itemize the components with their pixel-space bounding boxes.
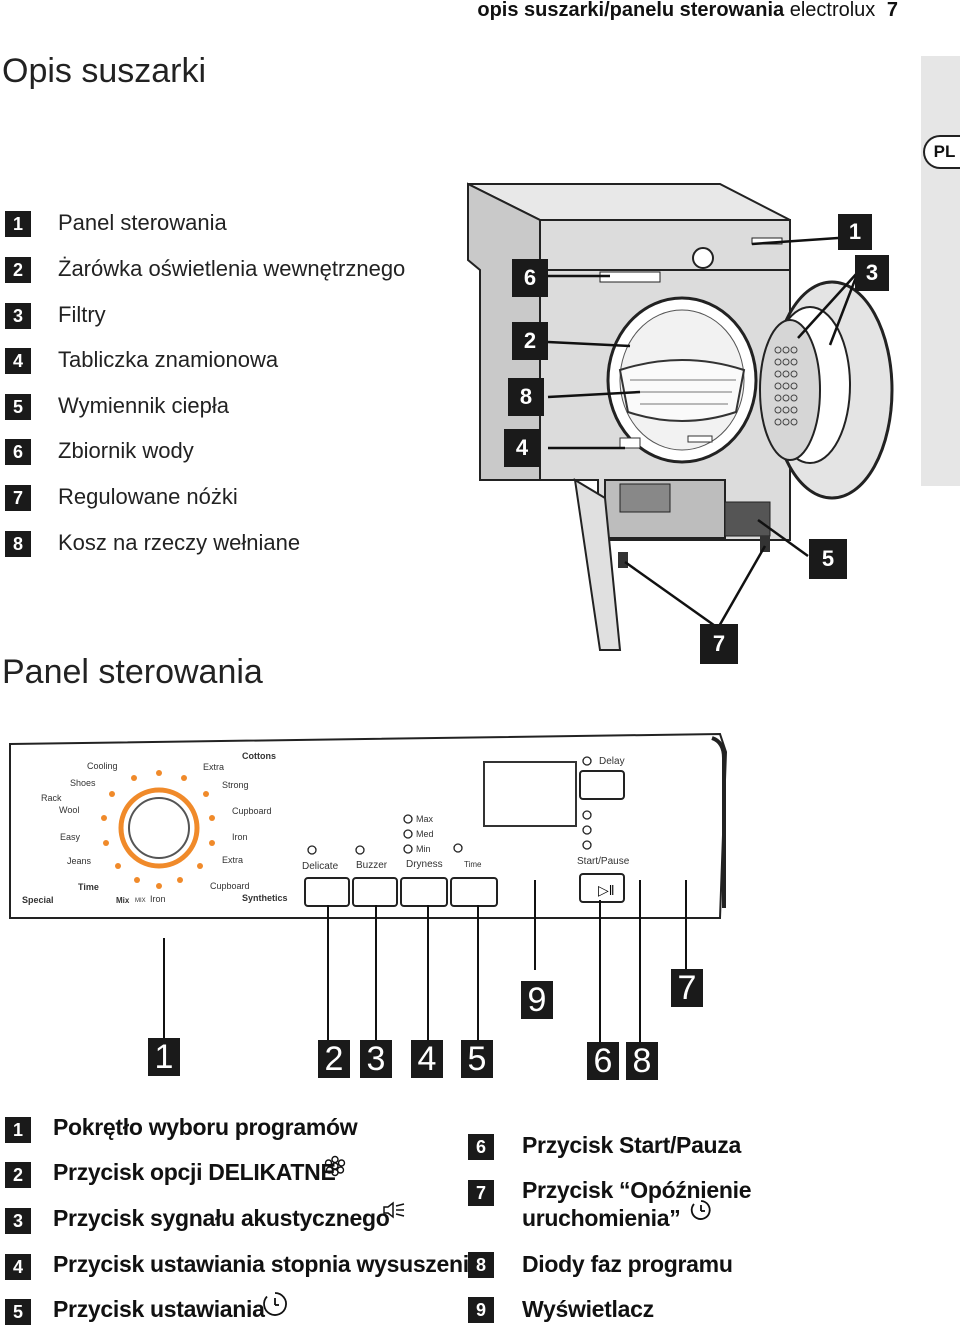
section-title-control-panel: Panel sterowania <box>2 653 263 691</box>
dial-label: Strong <box>222 780 249 790</box>
list-number: 6 <box>5 439 31 465</box>
buzzer-label: Buzzer <box>356 860 388 871</box>
callout-7: 7 <box>700 624 738 664</box>
panel-callout-8: 8 <box>626 1042 658 1080</box>
legend-number: 4 <box>5 1254 31 1280</box>
dial-label: Cottons <box>242 751 276 761</box>
time-label: Time <box>464 860 482 869</box>
dial-label: Wool <box>59 805 79 815</box>
dial-label: Special <box>22 895 54 905</box>
dial-label: MIX <box>135 898 146 904</box>
legend-item: Przycisk Start/Pauza <box>522 1132 742 1158</box>
panel-callout-1: 1 <box>148 1038 180 1076</box>
legend-item: Pokrętło wyboru programów <box>53 1114 358 1140</box>
delicate-label: Delicate <box>302 861 339 872</box>
dial-label: Cupboard <box>210 881 250 891</box>
legend-number: 1 <box>5 1117 31 1143</box>
dial-label: Cooling <box>87 761 118 771</box>
callout-4: 4 <box>504 429 540 467</box>
list-item: Zbiornik wody <box>58 438 194 463</box>
running-header: opis suszarki/panelu sterowania electrol… <box>477 0 898 22</box>
legend-number: 8 <box>468 1252 494 1278</box>
dryness-level: Min <box>416 844 431 854</box>
legend-item: Przycisk “Opóźnienie <box>522 1177 752 1203</box>
language-badge: PL <box>923 135 960 169</box>
list-number: 1 <box>5 211 31 237</box>
side-tab <box>921 56 960 486</box>
dryer-illustration <box>467 182 894 651</box>
panel-callout-7: 7 <box>671 969 703 1007</box>
running-title: opis suszarki/panelu sterowania <box>477 0 785 21</box>
dial-label: Easy <box>60 832 81 842</box>
clock-icon <box>263 1292 287 1316</box>
legend-item: uruchomienia” <box>522 1205 681 1231</box>
legend-number: 5 <box>5 1299 31 1325</box>
dryness-level: Max <box>416 814 434 824</box>
delicate-icon <box>324 1155 346 1177</box>
section-title-dryer: Opis suszarki <box>2 52 207 90</box>
dial-label: Iron <box>150 894 166 904</box>
list-item: Panel sterowania <box>58 210 227 235</box>
dial-label: Jeans <box>67 856 92 866</box>
callout-5: 5 <box>809 539 847 579</box>
list-number: 4 <box>5 348 31 374</box>
buzzer-icon <box>383 1201 405 1219</box>
list-number: 3 <box>5 303 31 329</box>
panel-callout-2: 2 <box>318 1040 350 1078</box>
panel-callout-6: 6 <box>587 1042 619 1080</box>
callout-8: 8 <box>508 378 544 416</box>
list-number: 2 <box>5 257 31 283</box>
list-item: Wymiennik ciepła <box>58 393 229 418</box>
list-number: 7 <box>5 485 31 511</box>
panel-callout-9: 9 <box>521 981 553 1019</box>
dial-label: Synthetics <box>242 893 288 903</box>
list-number: 5 <box>5 394 31 420</box>
brand-name: electrolux <box>789 0 876 21</box>
dial-label: Extra <box>203 762 224 772</box>
legend-number: 2 <box>5 1162 31 1188</box>
legend-item: Przycisk sygnału akustycznego <box>53 1205 390 1231</box>
callout-1: 1 <box>838 214 872 250</box>
legend-item: Diody faz programu <box>522 1251 733 1277</box>
dial-label: Mix <box>116 896 130 905</box>
legend-item: Przycisk opcji DELIKATNE <box>53 1159 336 1185</box>
list-item: Żarówka oświetlenia wewnętrznego <box>58 256 406 281</box>
legend-number: 9 <box>468 1297 494 1323</box>
legend-number: 3 <box>5 1208 31 1234</box>
legend-item: Przycisk ustawiania <box>53 1296 265 1322</box>
legend-number: 6 <box>468 1134 494 1160</box>
list-item: Filtry <box>58 302 106 327</box>
dial-label: Shoes <box>70 778 96 788</box>
start-pause-label: Start/Pause <box>577 856 630 867</box>
list-number: 8 <box>5 531 31 557</box>
delay-label: Delay <box>599 756 625 767</box>
list-item: Tabliczka znamionowa <box>58 347 279 372</box>
dial-label: Time <box>78 882 99 892</box>
control-panel: ▷‖ Cooling Shoes Rack Wool Easy Jeans Ti… <box>9 732 728 919</box>
callout-2: 2 <box>512 322 548 360</box>
legend-number: 7 <box>468 1180 494 1206</box>
legend-item: Wyświetlacz <box>522 1296 654 1322</box>
panel-callout-3: 3 <box>360 1040 392 1078</box>
dial-label: Cupboard <box>232 806 272 816</box>
svg-text:▷‖: ▷‖ <box>598 882 615 898</box>
callout-3: 3 <box>855 255 889 291</box>
dial-label: Extra <box>222 855 243 865</box>
list-item: Regulowane nóżki <box>58 484 238 509</box>
dial-label: Rack <box>41 793 62 803</box>
list-item: Kosz na rzeczy wełniane <box>58 530 301 555</box>
dial-label: Iron <box>232 832 248 842</box>
page-number: 7 <box>886 0 898 21</box>
callout-6: 6 <box>512 259 548 297</box>
dryness-label: Dryness <box>406 859 443 870</box>
clock-icon <box>690 1200 711 1220</box>
panel-display <box>483 761 577 827</box>
panel-callout-5: 5 <box>461 1040 493 1078</box>
dryness-level: Med <box>416 829 434 839</box>
panel-callout-4: 4 <box>411 1040 443 1078</box>
legend-item: Przycisk ustawiania stopnia wysuszenia <box>53 1251 482 1277</box>
panel-leader-lines <box>163 880 687 1042</box>
